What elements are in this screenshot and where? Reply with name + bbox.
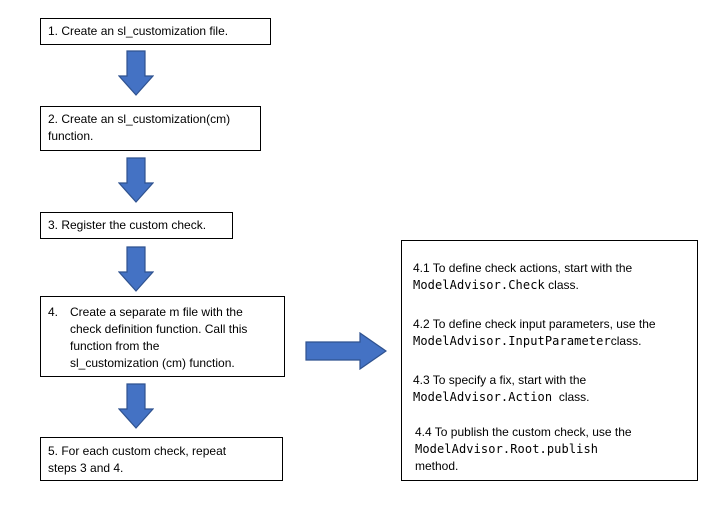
step-4-text-line1: Create a separate m file with the	[70, 305, 243, 319]
down-arrow-icon	[118, 246, 154, 292]
step-1-text: 1. Create an sl_customization file.	[48, 24, 229, 38]
detail-4-4-suffix: method.	[415, 459, 459, 473]
step-4-text-line4: sl_customization (cm) function.	[70, 356, 235, 370]
detail-4-4-text: 4.4 To publish the custom check, use the	[415, 425, 632, 439]
detail-4-3-text: 4.3 To specify a fix, start with the	[413, 373, 587, 387]
down-arrow-icon	[118, 157, 154, 203]
step-4-box: 4. Create a separate m file with the che…	[40, 296, 285, 377]
detail-4-3: 4.3 To specify a fix, start with the Mod…	[413, 372, 590, 406]
details-box: 4.1 To define check actions, start with …	[401, 240, 698, 481]
right-arrow-icon	[305, 332, 387, 370]
detail-4-3-code: ModelAdvisor.Action	[413, 390, 553, 404]
down-arrow-icon	[118, 50, 154, 96]
detail-4-2: 4.2 To define check input parameters, us…	[413, 316, 656, 350]
step-2-text-line2: function.	[48, 129, 94, 143]
detail-4-1: 4.1 To define check actions, start with …	[413, 260, 632, 294]
step-2-box: 2. Create an sl_customization(cm) functi…	[40, 106, 261, 151]
detail-4-1-text: 4.1 To define check actions, start with …	[413, 261, 633, 275]
detail-4-4-code: ModelAdvisor.Root.publish	[415, 442, 599, 456]
detail-4-2-text: 4.2 To define check input parameters, us…	[413, 317, 656, 331]
step-2-text-line1: 2. Create an sl_customization(cm)	[48, 112, 231, 126]
step-5-text-line1: 5. For each custom check, repeat	[48, 444, 227, 458]
detail-4-3-suffix: class.	[552, 390, 590, 404]
step-3-box: 3. Register the custom check.	[40, 212, 233, 239]
step-4-number: 4.	[48, 305, 59, 319]
step-5-text-line2: steps 3 and 4.	[48, 461, 124, 475]
step-4-text-line2: check definition function. Call this	[70, 322, 248, 336]
detail-4-4: 4.4 To publish the custom check, use the…	[415, 424, 632, 475]
detail-4-2-suffix: class.	[610, 334, 642, 348]
step-5-box: 5. For each custom check, repeat steps 3…	[40, 437, 283, 481]
step-3-text: 3. Register the custom check.	[48, 218, 207, 232]
down-arrow-icon	[118, 383, 154, 429]
detail-4-2-code: ModelAdvisor.InputParameter	[413, 334, 611, 348]
detail-4-1-code: ModelAdvisor.Check	[413, 278, 545, 292]
detail-4-1-suffix: class.	[544, 278, 579, 292]
step-4-text-line3: function from the	[70, 339, 160, 353]
step-1-box: 1. Create an sl_customization file.	[40, 18, 271, 45]
